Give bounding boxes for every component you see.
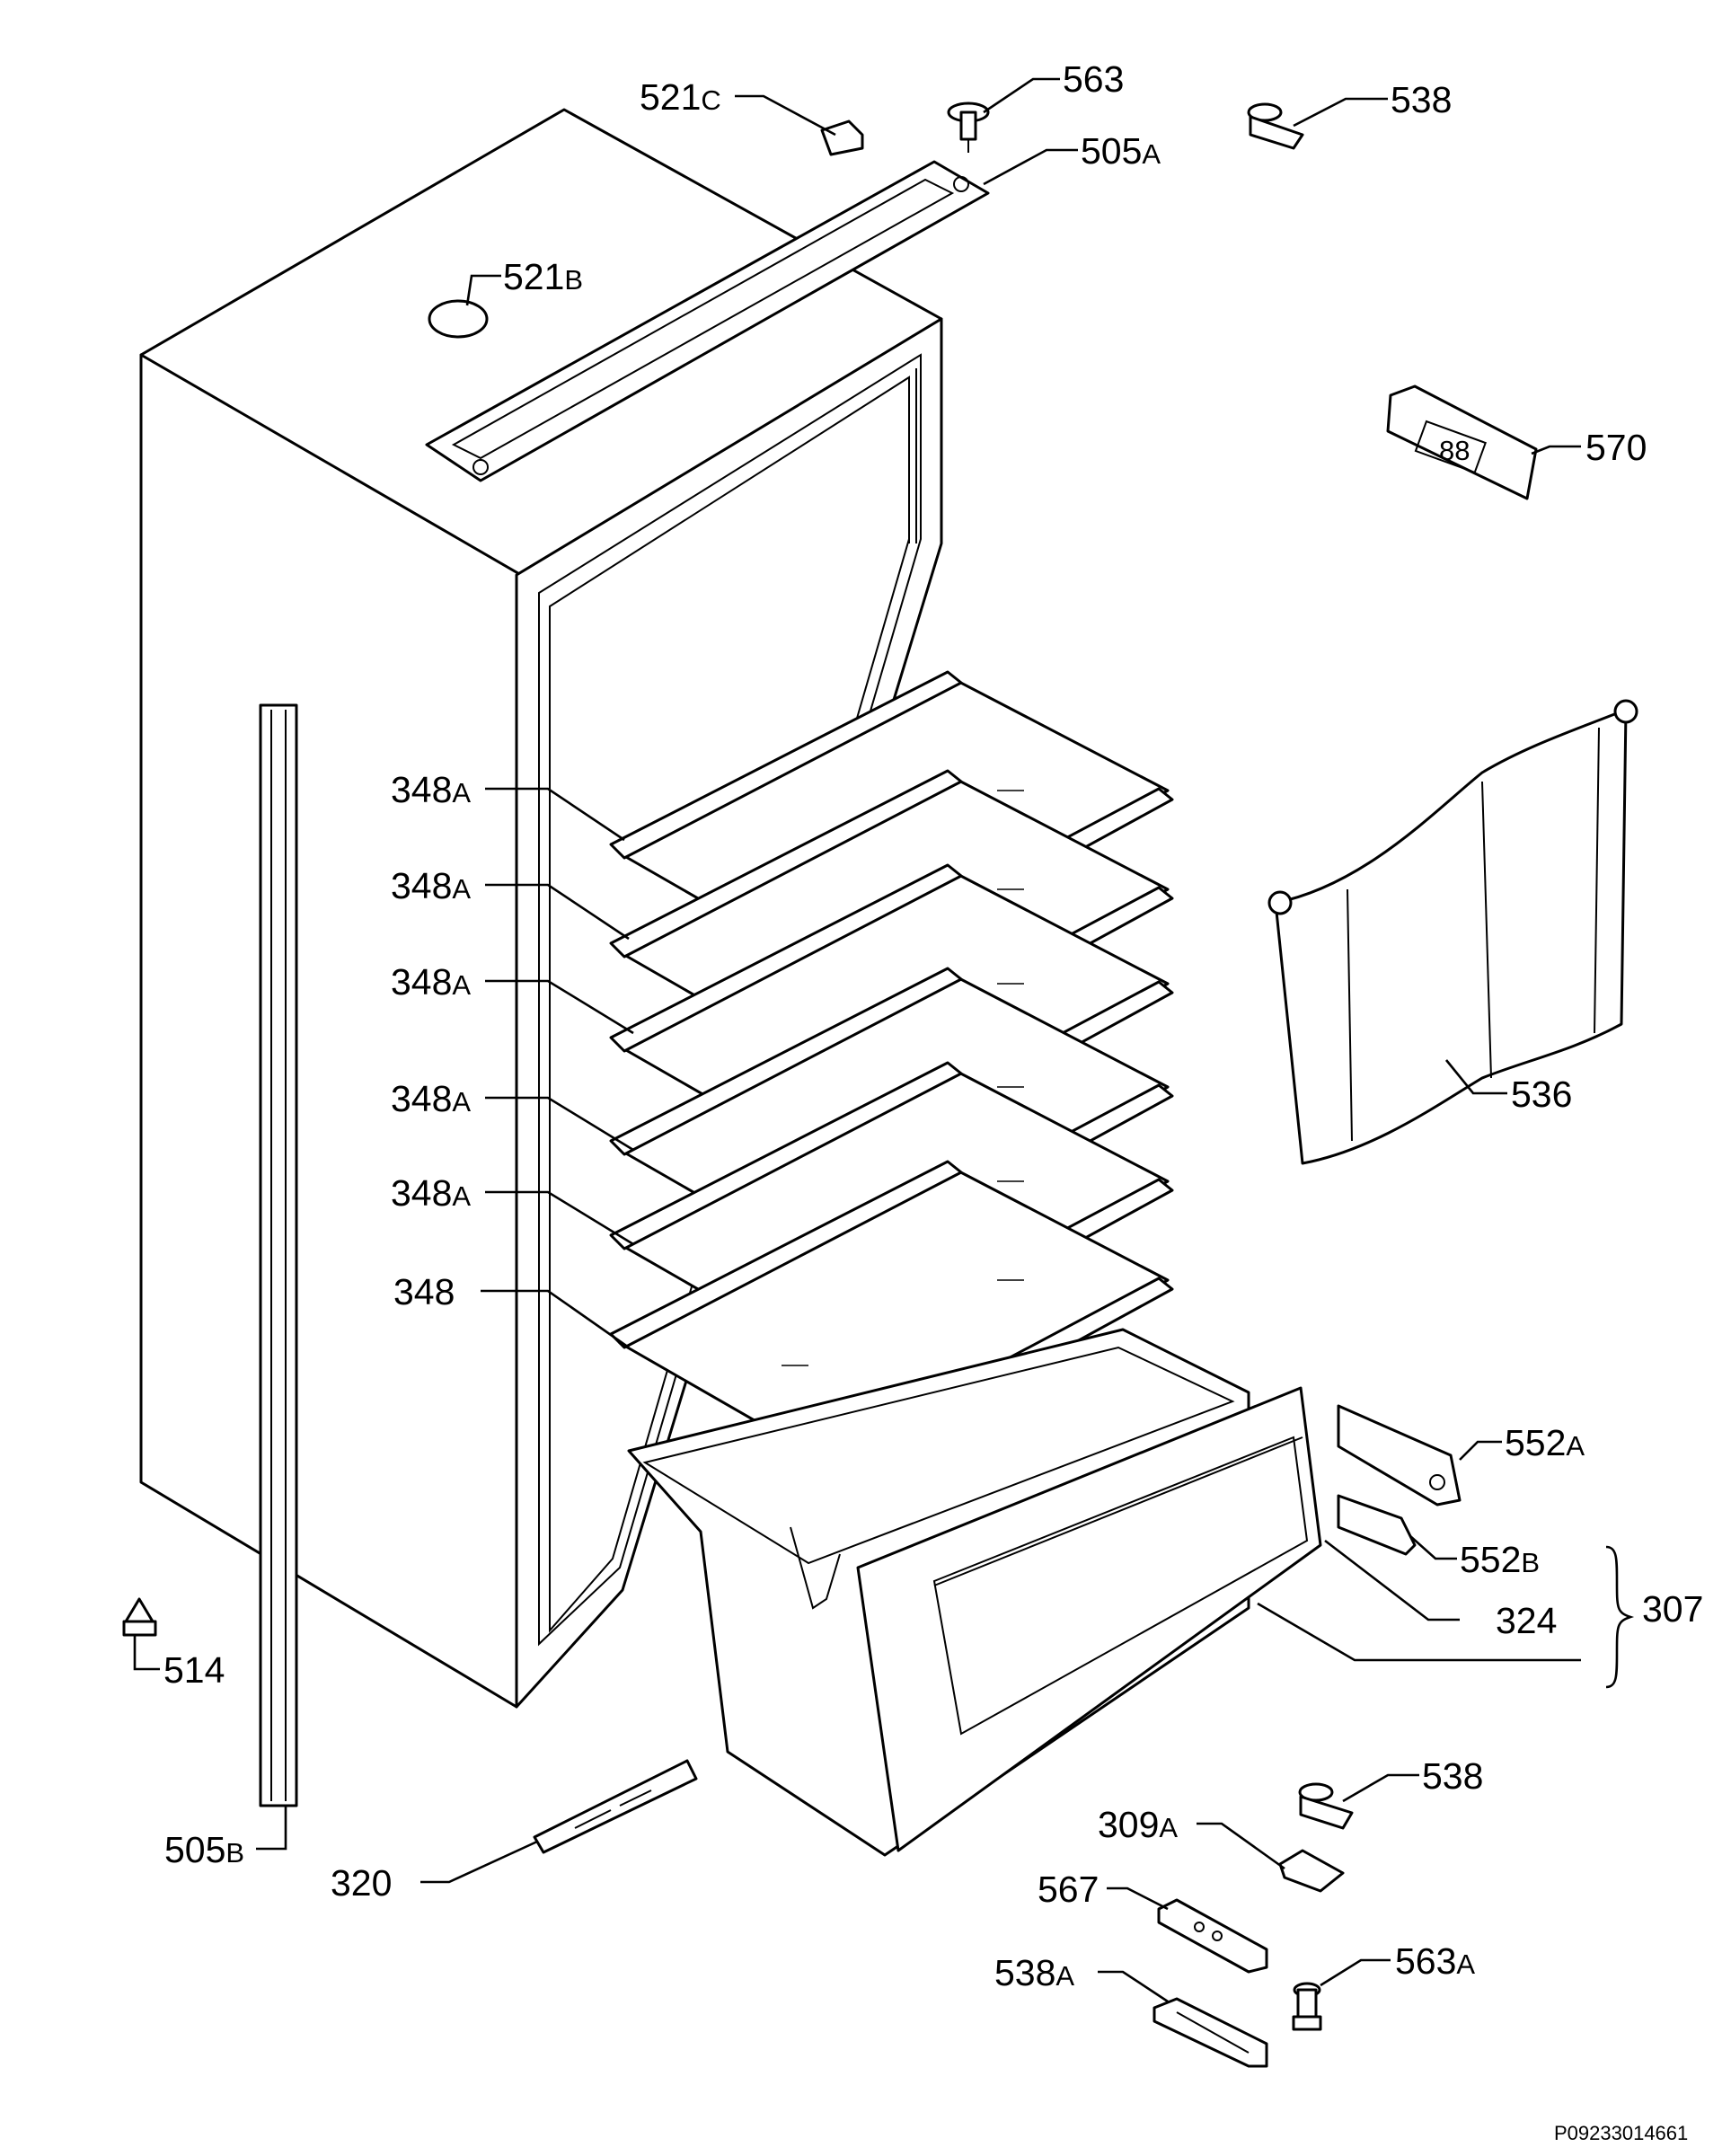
screw-563a [1292, 1982, 1322, 2031]
part-number: 348 [393, 1271, 455, 1312]
door-bin [1267, 699, 1638, 1165]
part-label-348a-2: 348A [391, 865, 471, 906]
part-number: 570 [1585, 427, 1647, 468]
part-label-552b: 552B [1460, 1539, 1540, 1580]
part-number: 521 [640, 76, 701, 118]
part-number: 348 [391, 1172, 452, 1214]
part-number: 552 [1460, 1539, 1521, 1580]
part-suffix: A [452, 873, 471, 905]
part-number: 538 [994, 1952, 1055, 1993]
bumper-514 [122, 1597, 157, 1637]
part-suffix: B [1521, 1547, 1540, 1578]
part-number: 505 [164, 1829, 225, 1870]
part-label-324: 324 [1496, 1600, 1557, 1641]
part-suffix: A [1142, 138, 1161, 170]
part-suffix: A [452, 777, 471, 808]
plate-567 [1157, 1898, 1268, 1974]
cap-521b [428, 299, 489, 339]
part-label-320: 320 [331, 1862, 392, 1904]
part-number: 348 [391, 1078, 452, 1119]
crisper-drawer [627, 1328, 1322, 1857]
top-hinge-rail [425, 160, 990, 482]
part-label-570: 570 [1585, 427, 1647, 468]
part-label-552a: 552A [1505, 1422, 1585, 1463]
part-label-563: 563 [1063, 58, 1124, 100]
door-seal-strip [259, 703, 298, 1807]
part-label-348a-5: 348A [391, 1172, 471, 1214]
part-label-521c: 521C [640, 76, 721, 118]
hinge-538-top [1247, 102, 1304, 150]
cover-309a [1278, 1849, 1345, 1893]
part-suffix: B [564, 264, 583, 296]
part-label-538-top: 538 [1391, 79, 1452, 120]
part-suffix: B [225, 1837, 244, 1869]
part-number: 552 [1505, 1422, 1566, 1463]
part-suffix: A [1159, 1812, 1178, 1843]
hinge-538-bottom [1298, 1782, 1354, 1830]
part-number: 536 [1511, 1074, 1572, 1115]
part-label-505a: 505A [1081, 130, 1161, 172]
part-number: 538 [1422, 1755, 1483, 1797]
part-label-307: 307 [1642, 1588, 1703, 1630]
part-number: 567 [1038, 1869, 1099, 1910]
cap-521c [820, 119, 864, 156]
part-suffix: A [1566, 1430, 1585, 1462]
part-number: 307 [1642, 1588, 1703, 1630]
part-label-348a-3: 348A [391, 961, 471, 1003]
part-number: 348 [391, 865, 452, 906]
rail-320 [533, 1759, 698, 1854]
glass-shelves [609, 670, 1174, 1478]
part-number: 309 [1098, 1804, 1159, 1845]
part-label-505b: 505B [164, 1829, 244, 1870]
part-label-348a-1: 348A [391, 769, 471, 810]
part-suffix: A [1055, 1960, 1074, 1992]
part-suffix: C [701, 84, 720, 116]
part-suffix: A [1456, 1948, 1475, 1980]
document-id: P09233014661 [1554, 2122, 1688, 2144]
part-suffix: A [452, 969, 471, 1001]
part-label-514: 514 [163, 1649, 225, 1691]
part-number: 521 [503, 256, 564, 297]
part-label-348a-4: 348A [391, 1078, 471, 1119]
display-panel: 88 [1386, 384, 1538, 500]
hinge-538a [1153, 1997, 1268, 2068]
part-label-309a: 309A [1098, 1804, 1178, 1845]
part-label-563a: 563A [1395, 1940, 1475, 1982]
part-label-521b: 521B [503, 256, 583, 297]
part-label-567: 567 [1038, 1869, 1099, 1910]
part-number: 538 [1391, 79, 1452, 120]
leader-lines [133, 77, 1635, 2003]
rail-552b [1337, 1494, 1417, 1556]
part-label-538a: 538A [994, 1952, 1074, 1993]
part-number: 563 [1395, 1940, 1456, 1982]
part-number: 514 [163, 1649, 225, 1691]
part-number: 348 [391, 769, 452, 810]
part-number: 348 [391, 961, 452, 1003]
part-suffix: A [452, 1086, 471, 1118]
part-label-538-bottom: 538 [1422, 1755, 1483, 1797]
part-number: 320 [331, 1862, 392, 1904]
part-number: 563 [1063, 58, 1124, 100]
part-label-536: 536 [1511, 1074, 1572, 1115]
part-suffix: A [452, 1180, 471, 1212]
part-label-348: 348 [393, 1271, 455, 1312]
svg-text:88: 88 [1439, 435, 1470, 466]
screw-563 [947, 102, 990, 153]
rail-552a [1337, 1404, 1462, 1507]
part-number: 324 [1496, 1600, 1557, 1641]
part-number: 505 [1081, 130, 1142, 172]
